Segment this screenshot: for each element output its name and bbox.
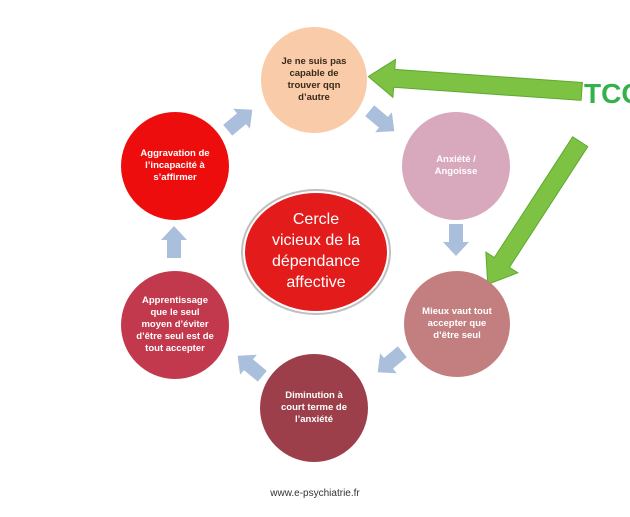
tcc-label: TCC (584, 78, 630, 109)
node-pas-capable-text: Je ne suis pas capable de trouver qqn d’… (281, 56, 347, 103)
node-anxiete-text: Anxiété / Angoisse (434, 154, 478, 177)
node-apprentissage-text: Apprentissage que le seul moyen d’éviter… (136, 295, 214, 354)
cycle-arrow-4 (237, 354, 267, 382)
node-diminution-text: Diminution à court terme de l’anxiété (281, 390, 347, 425)
cycle-arrow-3 (377, 346, 407, 374)
node-apprentissage: Apprentissage que le seul moyen d’éviter… (121, 271, 229, 379)
node-pas-capable: Je ne suis pas capable de trouver qqn d’… (261, 27, 367, 133)
cycle-arrow-5 (161, 226, 187, 258)
center-node-text: Cercle vicieux de la dépendance affectiv… (271, 211, 361, 291)
node-anxiete: Anxiété / Angoisse (402, 112, 510, 220)
node-mieux-vaut: Mieux vaut tout accepter que d’être seul (404, 271, 510, 377)
footer-url: www.e-psychiatrie.fr (270, 488, 360, 499)
center-node: Cercle vicieux de la dépendance affectiv… (245, 193, 387, 311)
tcc-arrow-mieux (485, 136, 589, 286)
node-aggravation-text: Aggravation de l’incapacité à s’affirmer (140, 148, 210, 183)
cycle-arrow-6 (223, 108, 253, 136)
node-diminution: Diminution à court terme de l’anxiété (260, 354, 368, 462)
cycle-arrow-1 (365, 105, 395, 133)
node-aggravation: Aggravation de l’incapacité à s’affirmer (121, 112, 229, 220)
cycle-arrow-2 (443, 224, 469, 256)
tcc-arrow-top (367, 58, 583, 101)
node-mieux-vaut-text: Mieux vaut tout accepter que d’être seul (422, 306, 492, 341)
